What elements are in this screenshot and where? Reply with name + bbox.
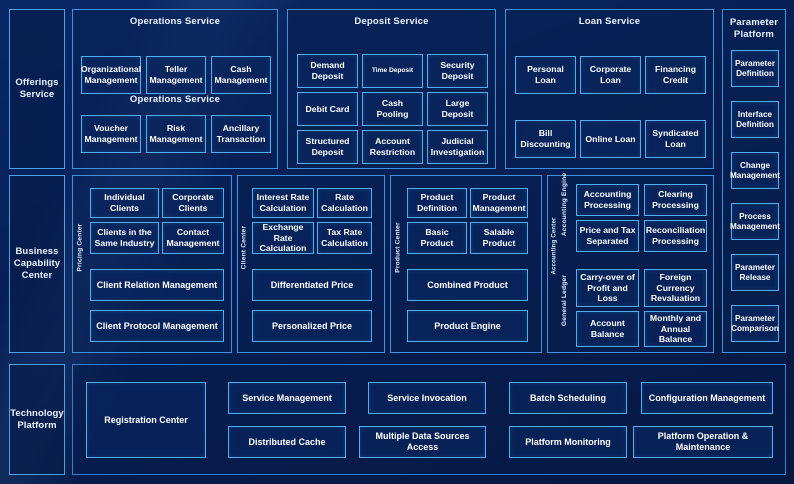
cell-corporate-loan[interactable]: Corporate Loan	[580, 56, 641, 94]
cell-client-protocol-management[interactable]: Client Protocol Management	[90, 310, 224, 342]
cell-platform-operation-and-maintenance[interactable]: Platform Operation & Maintenance	[633, 426, 773, 458]
cell-tax-rate-calculation[interactable]: Tax Rate Calculation	[317, 222, 372, 254]
cell-individual-clients[interactable]: Individual Clients	[90, 188, 159, 218]
column-pricing-center[interactable]: Pricing Center Individual Clients Corpor…	[72, 175, 232, 353]
layer-label-offerings-service-text: Offerings Service	[15, 77, 59, 100]
cell-price-and-tax-separated[interactable]: Price and Tax Separated	[576, 220, 639, 252]
cell-demand-deposit[interactable]: Demand Deposit	[297, 54, 358, 88]
cell-change-management[interactable]: Change Management	[730, 152, 780, 189]
group-operations-service[interactable]: Operations Service Organizational Manage…	[72, 9, 278, 169]
cell-exchange-rate-calculation[interactable]: Exchange Rate Calculation	[252, 222, 314, 254]
group-title-parameter-platform: Parameter Platform	[729, 17, 779, 41]
cell-judicial-investigation[interactable]: Judicial Investigation	[427, 130, 488, 164]
cell-service-invocation[interactable]: Service Invocation	[368, 382, 486, 414]
cell-contact-management[interactable]: Contact Management	[162, 222, 224, 254]
cell-cash-pooling[interactable]: Cash Pooling	[362, 92, 423, 126]
group-title-deposit-service: Deposit Service	[354, 16, 429, 27]
column-product-center[interactable]: Product Center Product Definition Produc…	[390, 175, 542, 353]
cell-reconciliation-processing[interactable]: Reconciliation Processing	[644, 220, 707, 252]
cell-corporate-clients[interactable]: Corporate Clients	[162, 188, 224, 218]
group-loan-service[interactable]: Loan Service Personal Loan Corporate Loa…	[505, 9, 714, 169]
cell-multiple-data-sources-access[interactable]: Multiple Data Sources Access	[359, 426, 486, 458]
group-title-loan-service: Loan Service	[578, 16, 641, 27]
cell-registration-center[interactable]: Registration Center	[86, 382, 206, 458]
cell-personal-loan[interactable]: Personal Loan	[515, 56, 576, 94]
cell-time-deposit[interactable]: Time Deposit	[362, 54, 423, 88]
cell-clearing-processing[interactable]: Clearing Processing	[644, 184, 707, 216]
cell-client-relation-management[interactable]: Client Relation Management	[90, 269, 224, 301]
cell-online-loan[interactable]: Online Loan	[580, 120, 641, 158]
cell-large-deposit[interactable]: Large Deposit	[427, 92, 488, 126]
cell-batch-scheduling[interactable]: Batch Scheduling	[509, 382, 627, 414]
cell-bill-discounting[interactable]: Bill Discounting	[515, 120, 576, 158]
column-label-accounting-center: Accounting Center	[552, 217, 559, 275]
cell-organizational-management[interactable]: Organizational Management	[81, 56, 141, 94]
cell-basic-product[interactable]: Basic Product	[407, 222, 467, 254]
cell-cash-management[interactable]: Cash Management	[211, 56, 271, 94]
cell-structured-deposit[interactable]: Structured Deposit	[297, 130, 358, 164]
cell-combined-product[interactable]: Combined Product	[407, 269, 528, 301]
cell-clients-in-the-same-industry[interactable]: Clients in the Same Industry	[90, 222, 159, 254]
cell-product-management[interactable]: Product Management	[470, 188, 528, 218]
cell-account-balance[interactable]: Account Balance	[576, 311, 639, 347]
layer-label-business-capability-center-text: Business Capability Center	[13, 246, 61, 281]
column-accounting-center[interactable]: Accounting Center Accounting Engine Gene…	[547, 172, 714, 353]
cell-personalized-price[interactable]: Personalized Price	[252, 310, 372, 342]
group-technology-platform[interactable]: Registration Center Service Management S…	[72, 364, 786, 475]
cell-parameter-comparison[interactable]: Parameter Comparison	[731, 305, 779, 342]
cell-configuration-management[interactable]: Configuration Management	[641, 382, 773, 414]
layer-label-technology-platform-text: Technology Platform	[10, 407, 64, 431]
cell-parameter-definition[interactable]: Parameter Definition	[731, 50, 779, 87]
cell-product-engine[interactable]: Product Engine	[407, 310, 528, 342]
cell-platform-monitoring[interactable]: Platform Monitoring	[509, 426, 627, 458]
cell-salable-product[interactable]: Salable Product	[470, 222, 528, 254]
cell-syndicated-loan[interactable]: Syndicated Loan	[645, 120, 706, 158]
cell-financing-credit[interactable]: Financing Credit	[645, 56, 706, 94]
cell-parameter-release[interactable]: Parameter Release	[731, 254, 779, 291]
cell-interface-definition[interactable]: Interface Definition	[731, 101, 779, 138]
cell-account-restriction[interactable]: Account Restriction	[362, 130, 423, 164]
group-title-operations-service: Operations Service	[129, 16, 221, 27]
cell-teller-management[interactable]: Teller Management	[146, 56, 206, 94]
group-title-operations-service-duplicate: Operations Service	[129, 94, 221, 105]
cell-security-deposit[interactable]: Security Deposit	[427, 54, 488, 88]
layer-label-technology-platform[interactable]: Technology Platform	[9, 364, 65, 475]
cell-foreign-currency-revaluation[interactable]: Foreign Currency Revaluation	[644, 269, 707, 307]
cell-ancillary-transaction[interactable]: Ancillary Transaction	[211, 115, 271, 153]
cell-process-management[interactable]: Process Management	[730, 203, 780, 240]
cell-product-definition[interactable]: Product Definition	[407, 188, 467, 218]
group-deposit-service[interactable]: Deposit Service Demand Deposit Time Depo…	[287, 9, 496, 169]
layer-label-offerings-service[interactable]: Offerings Service	[9, 9, 65, 169]
cell-risk-management[interactable]: Risk Management	[146, 115, 206, 153]
cell-service-management[interactable]: Service Management	[228, 382, 346, 414]
cell-differentiated-price[interactable]: Differentiated Price	[252, 269, 372, 301]
cell-accounting-processing[interactable]: Accounting Processing	[576, 184, 639, 216]
cell-debit-card[interactable]: Debit Card	[297, 92, 358, 126]
cell-distributed-cache[interactable]: Distributed Cache	[228, 426, 346, 458]
cell-monthly-and-annual-balance[interactable]: Monthly and Annual Balance	[644, 311, 707, 347]
cell-voucher-management[interactable]: Voucher Management	[81, 115, 141, 153]
group-parameter-platform[interactable]: Parameter Platform Parameter Definition …	[722, 9, 786, 353]
layer-label-business-capability-center[interactable]: Business Capability Center	[9, 175, 65, 353]
cell-rate-calculation[interactable]: Rate Calculation	[317, 188, 372, 218]
cell-carry-over-of-profit-and-loss[interactable]: Carry-over of Profit and Loss	[576, 269, 639, 307]
column-client-center[interactable]: Client Center Interest Rate Calculation …	[237, 175, 385, 353]
cell-interest-rate-calculation[interactable]: Interest Rate Calculation	[252, 188, 314, 218]
